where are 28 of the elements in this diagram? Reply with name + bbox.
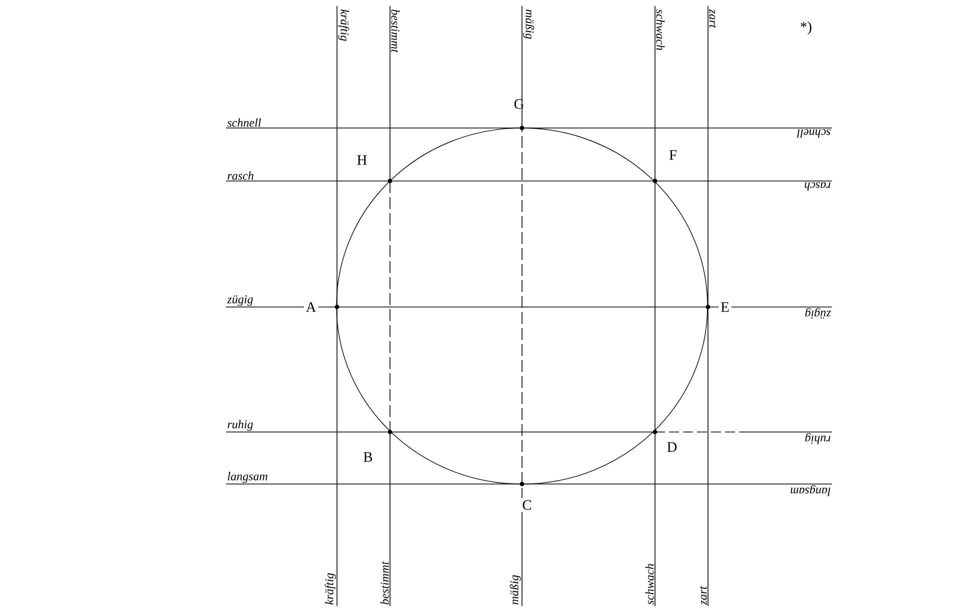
point-letter: B — [364, 452, 372, 462]
axis-label: mäßig — [523, 10, 534, 39]
point-letter: C — [520, 498, 534, 512]
axis-label: langsam — [228, 472, 268, 483]
axis-label: bestimmt — [380, 561, 389, 604]
axis-label: zügig — [227, 295, 253, 306]
axis-label: schnell — [797, 129, 831, 138]
axis-label: schwach — [656, 9, 665, 50]
axis-label: zügig — [805, 308, 831, 319]
point-letter: F — [669, 150, 676, 160]
axis-label: zart — [700, 586, 707, 605]
point-letter: D — [667, 442, 677, 452]
axis-label: kräftig — [338, 10, 350, 41]
axis-label: kräftig — [324, 573, 336, 604]
point-letter: H — [357, 155, 367, 165]
axis-label: schwach — [645, 564, 654, 605]
axis-label: rasch — [804, 182, 830, 191]
axis-label: bestimmt — [391, 10, 400, 53]
point-letter: A — [304, 300, 318, 314]
axis-label: ruhig — [228, 420, 253, 431]
axis-label: langsam — [790, 485, 830, 496]
axis-label: zart — [709, 9, 716, 28]
footnote-mark: *) — [800, 21, 812, 35]
axis-label: mäßig — [510, 575, 521, 604]
axis-label: ruhig — [805, 433, 830, 444]
axis-label: rasch — [228, 171, 254, 180]
axis-label: schnell — [227, 118, 261, 127]
point-letter: E — [718, 300, 732, 314]
